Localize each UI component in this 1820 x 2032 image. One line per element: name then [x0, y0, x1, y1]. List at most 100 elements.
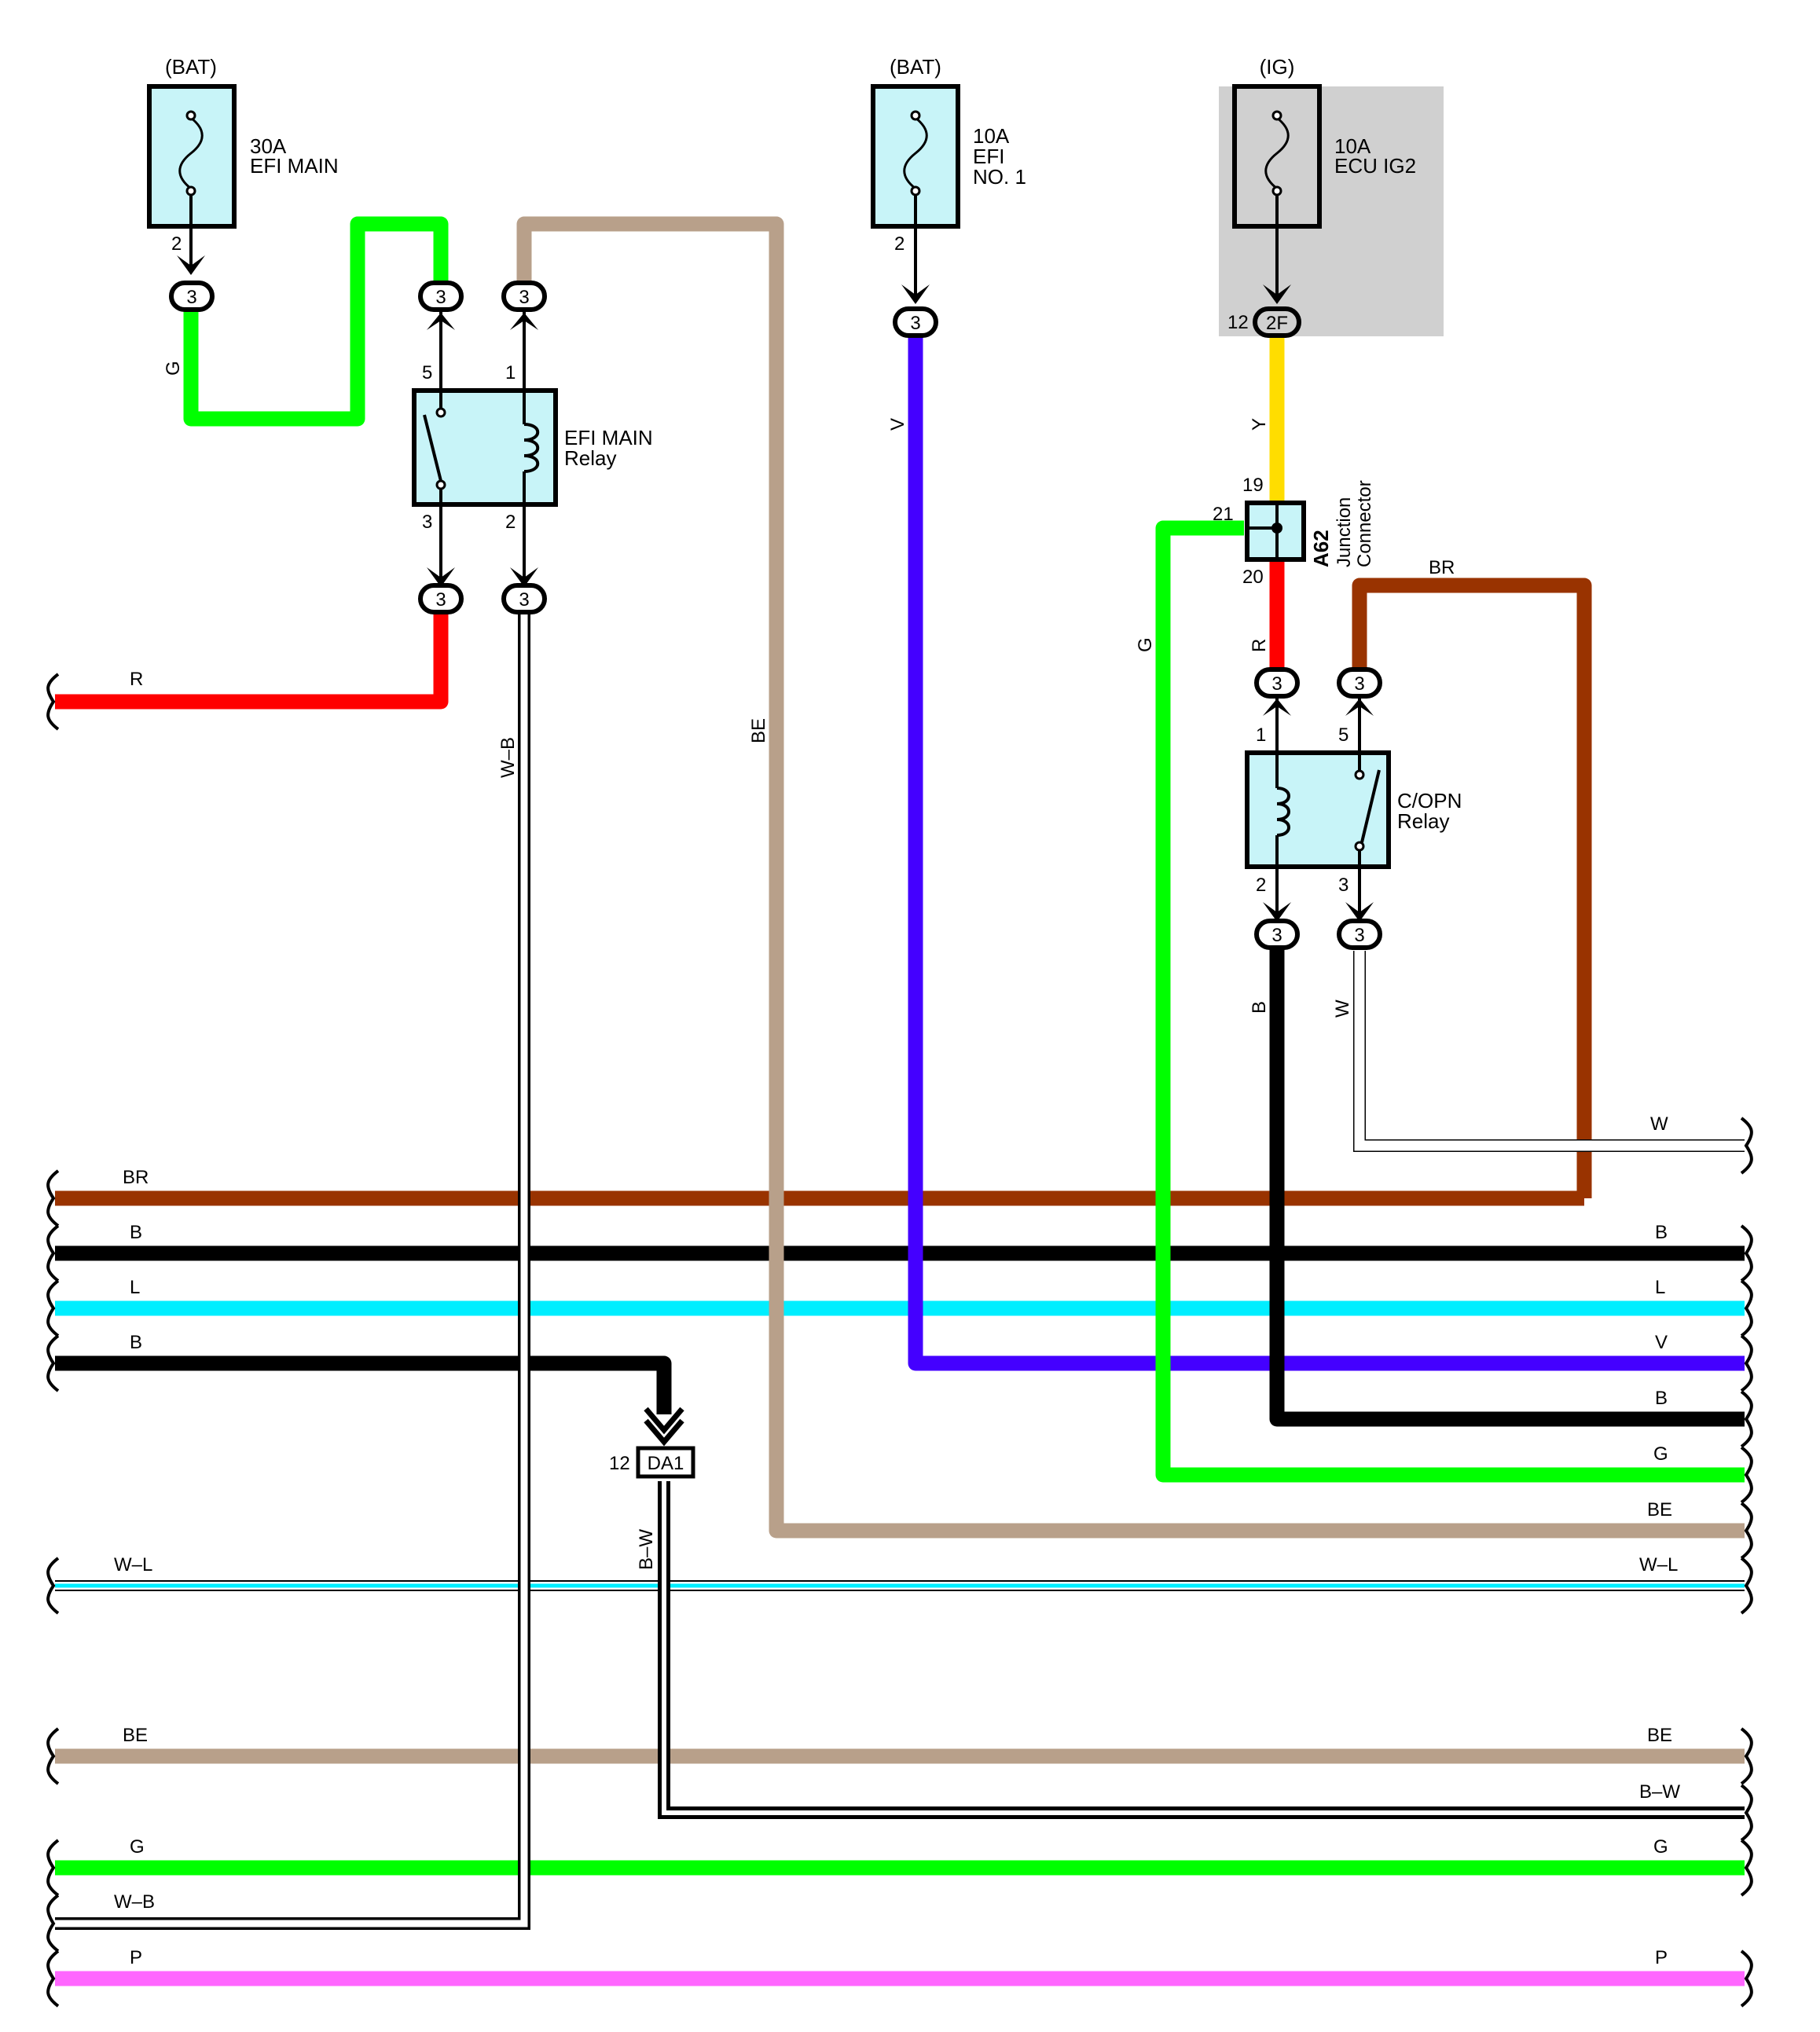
- svg-text:3: 3: [1271, 925, 1282, 946]
- connector-3-g: 3: [1254, 667, 1300, 699]
- svg-text:3: 3: [1354, 673, 1364, 695]
- label-g-right-1: G: [1653, 1443, 1668, 1465]
- label-l-right: L: [1655, 1277, 1665, 1298]
- copn-relay: C/OPN Relay 1 5 2 3: [1245, 696, 1462, 922]
- label-w-right: W: [1650, 1113, 1668, 1135]
- efi-relay-label-2: Relay: [564, 446, 616, 470]
- bus-wires: [55, 216, 1745, 1986]
- wire-br-copn: [1352, 578, 1592, 1198]
- connector-3-e: 3: [418, 583, 464, 614]
- fuse-efi-main: (BAT) 30A EFI MAIN 2: [147, 55, 339, 275]
- label-wb-left: W–B: [114, 1891, 155, 1913]
- svg-text:3: 3: [1271, 673, 1282, 695]
- junction-pin-20: 20: [1242, 567, 1264, 588]
- label-br-top: BR: [1429, 557, 1455, 578]
- label-v: V: [887, 418, 908, 431]
- label-be-right-1: BE: [1647, 1499, 1672, 1520]
- label-b-right-2: B: [1655, 1388, 1668, 1409]
- label-b-left-1: B: [130, 1222, 142, 1243]
- label-g-fuse: G: [163, 361, 184, 376]
- efi-relay-pin-3: 3: [422, 512, 432, 533]
- label-be-right-2: BE: [1647, 1725, 1672, 1746]
- junction-pin-19: 19: [1242, 475, 1264, 496]
- connector-2f: 2F: [1253, 306, 1301, 338]
- wire-v: [908, 322, 1745, 1371]
- fuse-ecu-ig2-source: (IG): [1260, 55, 1295, 79]
- junction-connector-a62: 19 21 20 A62 Junction Connector: [1213, 475, 1375, 588]
- wire-w: [1353, 951, 1745, 1152]
- svg-text:3: 3: [519, 589, 529, 611]
- connector-3-b: 3: [418, 281, 464, 312]
- fuse-ecu-ig2: (IG) 10A ECU IG2 12: [1227, 55, 1416, 333]
- label-v-right: V: [1655, 1332, 1668, 1353]
- copn-relay-label-1: C/OPN: [1397, 789, 1462, 812]
- efi-relay-pin-5: 5: [422, 362, 432, 383]
- connector-3-i: 3: [1254, 919, 1300, 950]
- fuse-efi-no1-rating: 10A: [973, 124, 1010, 148]
- copn-relay-pin-2: 2: [1256, 875, 1266, 896]
- fuse-efi-main-name: EFI MAIN: [250, 154, 339, 178]
- da1-label: DA1: [648, 1453, 684, 1474]
- label-b-right-1: B: [1655, 1222, 1668, 1243]
- wire-r-relay: [55, 613, 449, 710]
- efi-relay-pin-2: 2: [505, 512, 516, 533]
- label-bw-right: B–W: [1639, 1781, 1680, 1803]
- fuse-efi-main-rating: 30A: [250, 134, 287, 158]
- fuse-ecu-ig2-pin: 12: [1227, 312, 1249, 333]
- connector-da1: DA1 12: [609, 1407, 695, 1479]
- connector-3-j: 3: [1337, 919, 1382, 950]
- fuse-efi-no1-name2: NO. 1: [973, 165, 1026, 189]
- svg-text:3: 3: [519, 287, 529, 308]
- label-wl-left: W–L: [114, 1554, 152, 1575]
- fuse-efi-main-source: (BAT): [165, 55, 217, 79]
- wire-g-junction: [1155, 520, 1745, 1483]
- copn-relay-pin-3: 3: [1338, 875, 1348, 896]
- label-wb-relay: W–B: [497, 737, 519, 778]
- label-b-left-2: B: [130, 1332, 142, 1353]
- junction-pin-21: 21: [1213, 504, 1234, 525]
- wire-labels: G BE W–B V Y G R B W B–W BR R W BR B B L…: [114, 361, 1680, 1968]
- wire-bw: [658, 1481, 1745, 1819]
- label-g-junction: G: [1135, 637, 1156, 652]
- label-p-left: P: [130, 1947, 142, 1968]
- da1-pin: 12: [609, 1453, 630, 1474]
- fuse-efi-no1-pin: 2: [894, 233, 904, 255]
- label-r-junction: R: [1249, 639, 1270, 652]
- label-w-copn: W: [1332, 999, 1353, 1018]
- wire-wb: [55, 613, 530, 1930]
- label-l-left: L: [130, 1277, 140, 1298]
- label-wl-right: W–L: [1639, 1554, 1678, 1575]
- svg-text:3: 3: [1354, 925, 1364, 946]
- fuse-efi-no1-name: EFI: [973, 145, 1004, 168]
- efi-relay-label-1: EFI MAIN: [564, 426, 653, 449]
- fuse-efi-no1-source: (BAT): [890, 55, 941, 79]
- wire-g-fuse: [183, 216, 449, 427]
- svg-text:3: 3: [186, 287, 196, 308]
- connector-3-f: 3: [501, 583, 547, 614]
- label-bw-da1: B–W: [636, 1529, 657, 1570]
- label-be-left: BE: [123, 1725, 148, 1746]
- fuse-efi-no1: (BAT) 10A EFI NO. 1 2: [871, 55, 1026, 304]
- label-p-right: P: [1655, 1947, 1668, 1968]
- fuse-ecu-ig2-name: ECU IG2: [1334, 154, 1416, 178]
- fuse-efi-main-pin: 2: [171, 233, 182, 255]
- junction-id: A62: [1309, 530, 1333, 567]
- copn-relay-label-2: Relay: [1397, 809, 1449, 833]
- efi-main-relay: EFI MAIN Relay 5 1 3 2: [412, 310, 653, 587]
- svg-text:3: 3: [435, 589, 446, 611]
- label-b-copn: B: [1249, 1001, 1270, 1014]
- svg-text:2F: 2F: [1266, 313, 1288, 334]
- wire-b-copn: [1269, 939, 1745, 1427]
- label-y: Y: [1249, 418, 1270, 431]
- wire-b-bus-2: [55, 1355, 672, 1414]
- fuse-ecu-ig2-rating: 10A: [1334, 134, 1371, 158]
- label-r-left: R: [130, 669, 143, 690]
- connector-ovals: 3 3 3 3 2F 3 3: [169, 281, 1382, 950]
- connector-3-a: 3: [169, 281, 215, 312]
- junction-label-2: Connector: [1354, 480, 1375, 567]
- copn-relay-pin-5: 5: [1338, 724, 1348, 746]
- break-marks: [46, 673, 1753, 2008]
- copn-relay-pin-1: 1: [1256, 724, 1266, 746]
- label-br-left: BR: [123, 1167, 149, 1188]
